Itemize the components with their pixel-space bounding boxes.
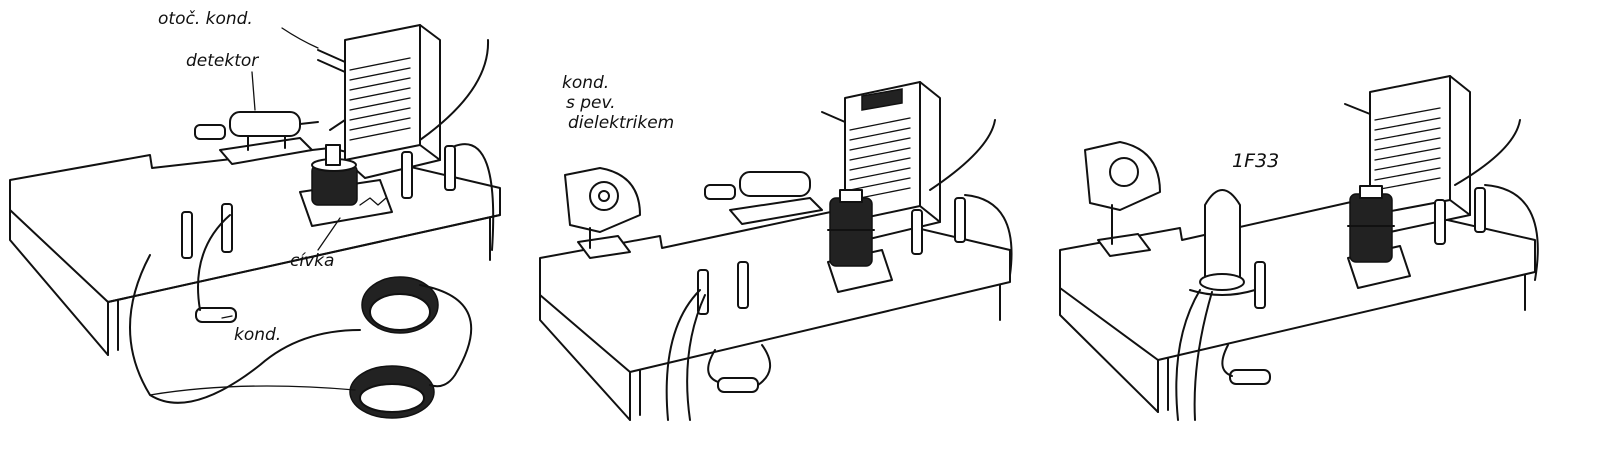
fig3-antenna-wire xyxy=(1454,119,1521,186)
label-fixed-dielectric-capacitor-line1: kond. xyxy=(562,73,610,93)
fig2-antenna-wire xyxy=(929,119,996,191)
fig3-coil xyxy=(1347,185,1411,289)
fig1-variable-capacitor xyxy=(317,24,441,179)
fig3-baseboard xyxy=(1059,199,1536,413)
fig3-lead-wire xyxy=(1175,289,1201,421)
label-coil: cívka xyxy=(290,251,335,271)
fig2-binding-posts xyxy=(697,197,966,315)
fig3-vacuum-tube xyxy=(1189,189,1256,296)
fig1-antenna-wire xyxy=(419,39,490,141)
label-detector: detektor xyxy=(186,51,259,71)
fig2-ground-wire xyxy=(964,194,1013,276)
fig1-fixed-capacitor xyxy=(195,307,237,323)
fig2-coil xyxy=(827,189,893,293)
fig2-fixed-capacitor xyxy=(707,344,771,393)
fig3-fixed-capacitor-under xyxy=(1221,344,1271,385)
fig1-detector xyxy=(194,111,319,165)
label-capacitor: kond. xyxy=(234,325,282,345)
fig2-lead-wire xyxy=(665,289,701,421)
fig1-coil xyxy=(299,144,393,227)
fig3-ground-wire xyxy=(1484,184,1539,281)
fig2-lead-wire-2 xyxy=(686,294,706,421)
fig1-leader-coil xyxy=(317,217,341,251)
fig1-ground-wire xyxy=(454,143,495,251)
label-fixed-dielectric-capacitor-line3: dielektrikem xyxy=(568,113,675,133)
fig2-detector xyxy=(704,171,823,225)
label-variable-capacitor: otoč. kond. xyxy=(158,9,253,29)
fig2-baseboard xyxy=(539,209,1011,421)
fig3-lead-wire-2 xyxy=(1193,291,1213,421)
fig1-leader-capacitor xyxy=(221,315,233,319)
fig1-headphones xyxy=(129,214,473,419)
label-tube-1f33: 1F33 xyxy=(1232,150,1280,172)
fig3-variable-capacitor xyxy=(1344,75,1471,233)
label-fixed-dielectric-capacitor-line2: s pev. xyxy=(566,93,616,113)
fig3-binding-posts xyxy=(1254,187,1486,309)
figure-3-tube-receiver xyxy=(1059,75,1539,421)
fig1-leader-detector xyxy=(251,71,256,111)
figure-2-receiver xyxy=(539,81,1013,421)
fig3-fixed-capacitor-front xyxy=(1084,141,1161,257)
figure-1-crystal-receiver xyxy=(9,24,501,419)
fig1-leader-variable-capacitor xyxy=(281,27,319,49)
fig2-fixed-dielectric-capacitor xyxy=(564,167,641,259)
